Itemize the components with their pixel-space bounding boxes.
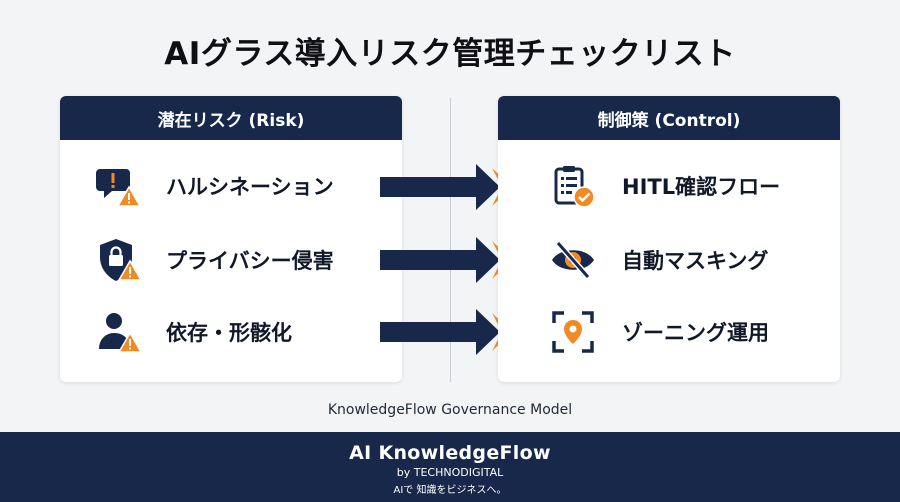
control-item-label: HITL確認フロー	[622, 175, 781, 199]
risk-panel-header: 潜在リスク (Risk)	[60, 96, 402, 140]
risk-item-label: プライバシー侵害	[166, 249, 334, 273]
control-item-label: ゾーニング運用	[622, 321, 769, 345]
center-divider	[450, 98, 451, 382]
risk-item-privacy: プライバシー侵害	[60, 230, 402, 290]
page-title: AIグラス導入リスク管理チェックリスト	[164, 36, 736, 72]
model-caption: KnowledgeFlow Governance Model	[327, 402, 573, 418]
clipboard-check-icon	[554, 166, 595, 208]
speech-bubble-warning-icon	[96, 169, 142, 207]
risk-item-label: 依存・形骸化	[166, 321, 292, 345]
shield-lock-warning-icon	[100, 239, 142, 281]
control-panel: 制御策 (Control) HITL確認フロー 自動マスキング	[498, 96, 840, 382]
risk-item-hallucination: ハルシネーション	[60, 156, 402, 216]
eye-slash-icon	[552, 241, 594, 279]
control-item-hitl: HITL確認フロー	[498, 156, 840, 216]
brand-name: AI KnowledgeFlow	[349, 442, 551, 464]
control-item-zoning: ゾーニング運用	[498, 302, 840, 362]
risk-item-label: ハルシネーション	[166, 175, 334, 199]
footer-bar: AI KnowledgeFlow by TECHNODIGITAL AIで 知識…	[0, 432, 900, 502]
control-item-label: 自動マスキング	[622, 249, 769, 273]
arrow-right-icon	[380, 309, 512, 355]
location-frame-icon	[552, 311, 594, 353]
person-warning-icon	[99, 313, 142, 353]
control-panel-header: 制御策 (Control)	[498, 96, 840, 140]
brand-tagline: AIで 知識をビジネスへ。	[393, 485, 507, 496]
brand-byline: by TECHNODIGITAL	[396, 466, 504, 479]
risk-item-dependency: 依存・形骸化	[60, 302, 402, 362]
risk-panel: 潜在リスク (Risk) ハルシネーション プライバシー侵害	[60, 96, 402, 382]
control-item-masking: 自動マスキング	[498, 230, 840, 290]
